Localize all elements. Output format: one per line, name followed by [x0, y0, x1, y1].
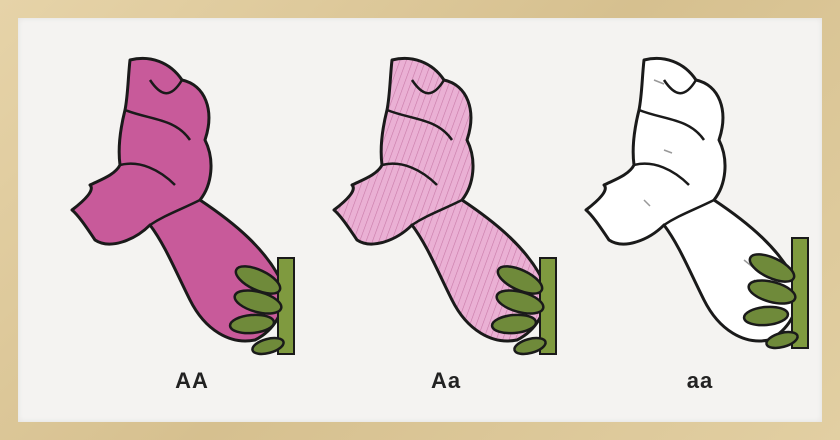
label-aa-dominant: AA: [132, 368, 252, 394]
label-aa-recessive: aa: [640, 368, 760, 394]
flower-aa-heterozygous: [334, 58, 556, 356]
flower-aa-dominant: [72, 58, 294, 356]
label-aa-heterozygous: Aa: [386, 368, 506, 394]
flower-aa-recessive: [586, 58, 808, 350]
